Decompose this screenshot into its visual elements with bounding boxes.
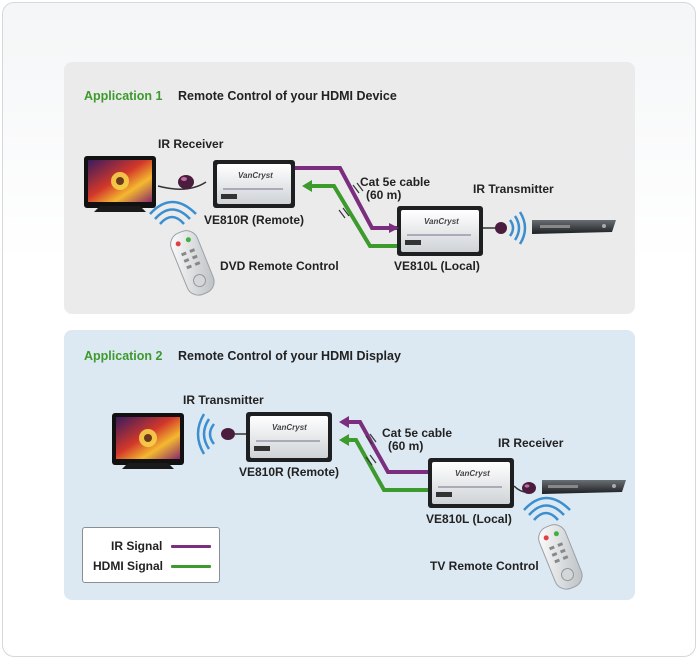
cable-label-line1: Cat 5e cable — [360, 175, 431, 189]
dvd-player-icon — [532, 220, 616, 234]
ve810r-label: VE810R (Remote) — [204, 213, 305, 227]
ir-receiver-label: IR Receiver — [498, 436, 564, 450]
cable-label-line2: (60 m) — [366, 188, 402, 202]
ir-receiver-icon — [513, 482, 536, 494]
svg-text:VanCryst: VanCryst — [238, 171, 273, 180]
ve810l-label: VE810L (Local) — [394, 259, 480, 273]
ir-receiver-label: IR Receiver — [158, 137, 224, 151]
application-1-tag: Application 1 — [84, 89, 163, 103]
application-2-tag: Application 2 — [84, 349, 163, 363]
ir-receiver-icon — [157, 175, 207, 190]
ir-transmitter-label: IR Transmitter — [183, 393, 264, 407]
legend-ir-label: IR Signal — [111, 539, 163, 553]
legend-hdmi-label: HDMI Signal — [93, 559, 164, 573]
ir-transmitter-icon — [196, 413, 246, 455]
tv-remote-icon — [523, 496, 583, 590]
ir-cable-line — [295, 166, 397, 230]
tv-icon — [112, 413, 184, 469]
ve810r-label: VE810R (Remote) — [239, 465, 340, 479]
application-1-title: Remote Control of your HDMI Device — [178, 89, 397, 103]
ir-transmitter-icon — [483, 211, 527, 245]
legend-ir-swatch — [171, 545, 211, 548]
ve810l-label: VE810L (Local) — [426, 512, 512, 526]
svg-text:VanCryst: VanCryst — [272, 423, 307, 432]
dvd-player-icon — [542, 480, 626, 494]
ve810l-unit-icon: VanCryst — [428, 458, 514, 508]
ir-cable-line — [342, 420, 428, 474]
tv-icon — [84, 156, 156, 212]
svg-text:VanCryst: VanCryst — [424, 217, 459, 226]
ir-transmitter-label: IR Transmitter — [473, 182, 554, 196]
tv-remote-label: TV Remote Control — [430, 559, 539, 573]
application-2-title: Remote Control of your HDMI Display — [178, 349, 401, 363]
ve810l-unit-icon: VanCryst — [397, 206, 483, 256]
legend-hdmi-swatch — [171, 565, 211, 568]
ve810r-unit-icon: VanCryst — [213, 160, 295, 208]
ve810r-unit-icon: VanCryst — [246, 412, 332, 462]
signal-legend: IR Signal HDMI Signal — [82, 527, 220, 583]
cable-label-line2: (60 m) — [388, 439, 424, 453]
hdmi-cable-line — [305, 184, 397, 248]
svg-text:VanCryst: VanCryst — [455, 469, 490, 478]
dvd-remote-label: DVD Remote Control — [220, 259, 339, 273]
cable-label-line1: Cat 5e cable — [382, 426, 453, 440]
dvd-remote-icon — [149, 200, 215, 296]
